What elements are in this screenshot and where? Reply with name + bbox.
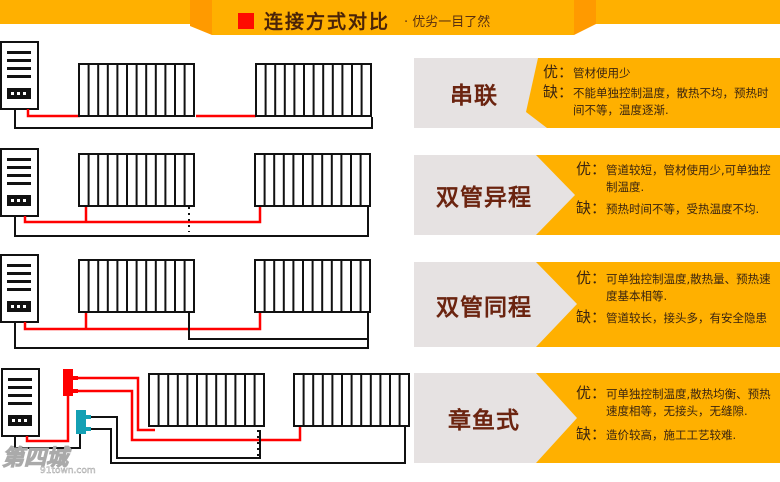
pros-label: 优：	[576, 160, 607, 178]
method-card-octopus: 章鱼式 优：可单独控制温度,散热均衡、预热速度相等，无接头，无缝隙. 缺：造价较…	[414, 373, 780, 463]
cons-label: 缺：	[576, 425, 607, 443]
method-card-dual-pipe-reverse: 双管异程 优：管道较短，管材使用少,可单独控制温度. 缺：预热时间不等，受热温度…	[414, 155, 780, 235]
teal-manifold	[76, 410, 86, 434]
method-name: 双管同程	[436, 294, 532, 321]
pros-text: 管材使用少	[573, 66, 631, 80]
cons-label: 缺：	[543, 83, 574, 101]
pros-label: 优：	[576, 269, 607, 287]
cons-label: 缺：	[576, 308, 607, 326]
watermark-logo: 第四城	[1, 446, 69, 472]
cons-text: 不能单独控制温度，散热不均，预热时间不等，温度逐渐.	[573, 86, 769, 117]
cons-label: 缺：	[576, 199, 607, 217]
connection-diagrams	[0, 41, 410, 464]
page-title: 连接方式对比	[264, 11, 391, 33]
diagram-dual-pipe-direct	[0, 254, 371, 349]
header-banner	[0, 0, 780, 35]
diagram-octopus	[1, 368, 410, 464]
watermark-url: 91town.com	[40, 466, 96, 477]
method-name: 章鱼式	[448, 408, 520, 434]
diagram-series	[0, 41, 373, 129]
diagram-dual-pipe-reverse	[0, 148, 371, 237]
method-card-dual-pipe-direct: 双管同程 优：可单独控制温度,散热量、预热速度基本相等. 缺：管道较长，接头多，…	[414, 262, 780, 347]
pros-text: 管道较短，管材使用少,可单独控制温度.	[606, 163, 771, 194]
red-manifold	[63, 369, 73, 396]
cons-text: 管道较长，接头多，有安全隐患	[606, 311, 768, 325]
method-name: 串联	[450, 83, 498, 109]
red-square-icon	[238, 12, 254, 29]
page-subtitle: · 优劣一目了然	[404, 15, 491, 30]
pros-label: 优：	[576, 384, 607, 402]
cons-text: 造价较高，施工工艺较难.	[606, 428, 737, 442]
cons-text: 预热时间不等，受热温度不均.	[606, 202, 760, 216]
pros-text: 可单独控制温度,散热均衡、预热速度相等，无接头，无缝隙.	[606, 387, 771, 418]
pros-text: 可单独控制温度,散热量、预热速度基本相等.	[606, 272, 771, 303]
pros-label: 优：	[543, 63, 574, 81]
method-card-series: 串联 优：管材使用少 缺：不能单独控制温度，散热不均，预热时间不等，温度逐渐.	[414, 58, 780, 128]
header: 连接方式对比 · 优劣一目了然	[238, 7, 490, 34]
method-name: 双管异程	[436, 185, 532, 211]
